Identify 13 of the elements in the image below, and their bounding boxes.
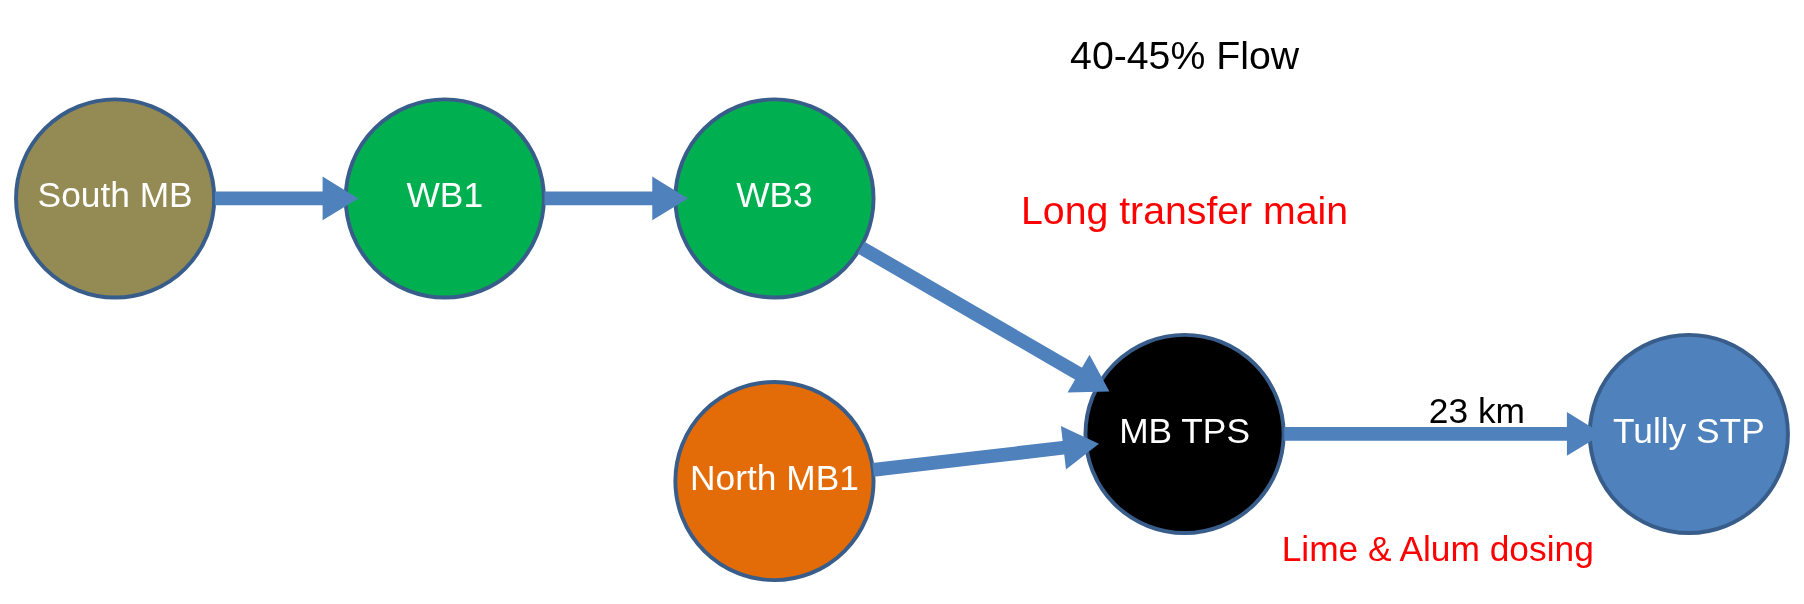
arrow xyxy=(544,176,688,221)
node-circle: South MB xyxy=(14,97,217,300)
edge-label: 23 km xyxy=(1428,390,1526,430)
arrow xyxy=(214,176,359,221)
label: Long transfer main xyxy=(1021,188,1349,232)
node-circle: WB3 xyxy=(673,97,876,300)
label: 40-45% Flow xyxy=(1070,32,1300,77)
node-circle: Tully STP xyxy=(1587,332,1790,535)
arrow xyxy=(857,241,1110,393)
node-circle: MB TPS xyxy=(1083,332,1286,535)
arrow xyxy=(872,426,1099,477)
node-circle: North MB1 xyxy=(673,380,876,583)
node-circle: WB1 xyxy=(343,97,546,300)
